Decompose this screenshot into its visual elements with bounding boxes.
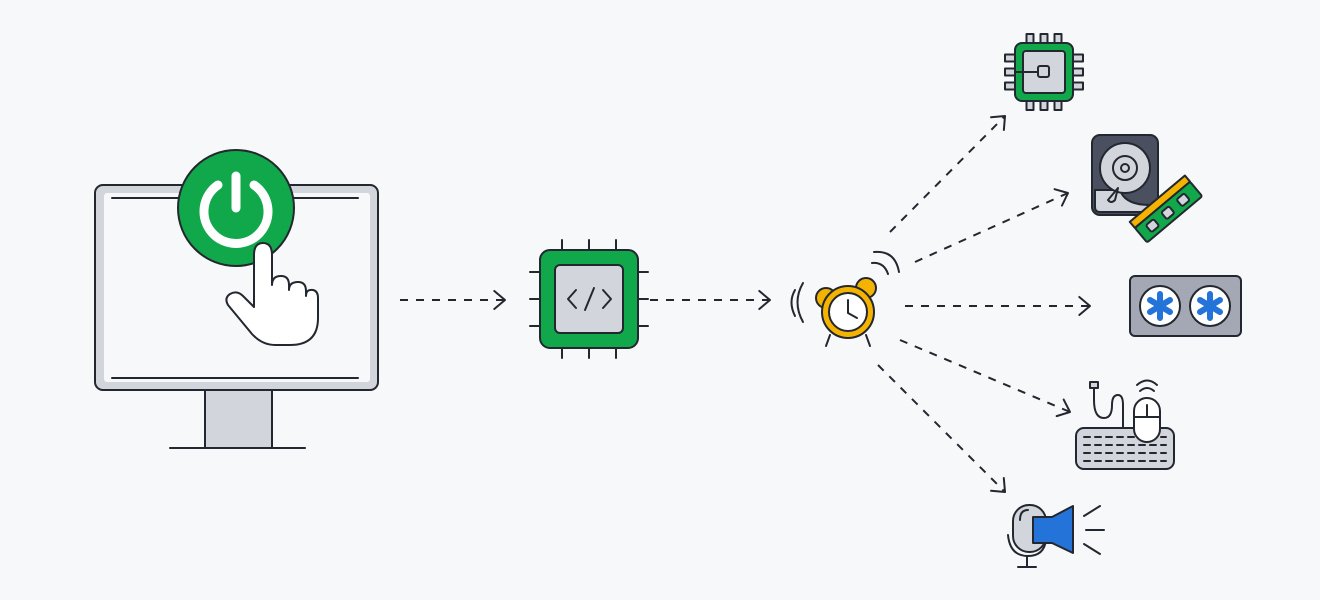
power-button-icon — [177, 149, 295, 267]
pointing-hand-icon — [225, 242, 319, 346]
fan-icon — [1189, 285, 1231, 327]
alarm-clock-icon — [790, 250, 900, 347]
fan-icon — [1139, 285, 1181, 327]
dashed-arrow — [877, 364, 1006, 493]
keyboard-mouse-icon — [1075, 379, 1175, 470]
dashed-arrow — [889, 115, 1006, 233]
arrows — [400, 115, 1091, 493]
arrowhead-icon — [990, 115, 1006, 131]
monitor-power-button-icon — [94, 149, 379, 449]
microphone-speaker-icon — [1007, 504, 1105, 568]
arrowhead-icon — [758, 289, 771, 311]
arrowhead-icon — [493, 289, 506, 311]
arrowhead-icon — [990, 477, 1006, 493]
dashed-arrow — [899, 339, 1071, 418]
chip-code-icon — [529, 239, 649, 359]
graphics-card-icon — [1129, 275, 1242, 337]
dashed-arrow — [650, 289, 771, 311]
arrowhead-icon — [1053, 188, 1069, 207]
arrowhead-icon — [1078, 295, 1091, 317]
dashed-arrow — [914, 188, 1069, 263]
dashed-arrow — [400, 289, 506, 311]
arrowhead-icon — [1055, 398, 1071, 418]
dashed-arrow — [905, 295, 1091, 317]
cpu-icon — [1004, 33, 1084, 111]
hard-drive-ram-icon — [1091, 134, 1203, 243]
